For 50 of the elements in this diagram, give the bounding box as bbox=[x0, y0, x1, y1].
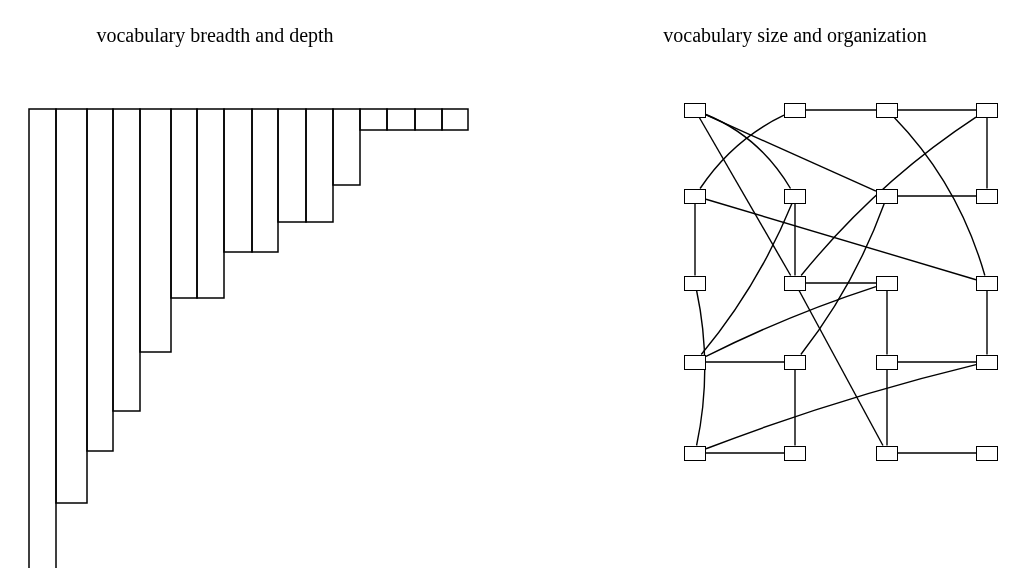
connector-line bbox=[705, 363, 977, 450]
connector-line bbox=[886, 368, 888, 447]
connector-line bbox=[893, 116, 986, 277]
connector-line bbox=[700, 202, 793, 356]
connector-line bbox=[694, 202, 696, 277]
connector-line bbox=[705, 452, 785, 454]
connector-line bbox=[705, 361, 785, 363]
network-node bbox=[876, 445, 898, 461]
connector-line bbox=[800, 116, 977, 277]
connector-line bbox=[986, 116, 988, 190]
connector-line bbox=[805, 282, 877, 284]
panel-heading: vocabulary breadth and depth bbox=[96, 24, 334, 47]
network-node bbox=[876, 102, 898, 118]
connector-line bbox=[805, 109, 877, 111]
connector-line bbox=[794, 202, 796, 277]
connector-line bbox=[897, 361, 977, 363]
connector-line bbox=[886, 289, 888, 356]
connector-line bbox=[798, 289, 884, 447]
connector-line bbox=[986, 289, 988, 356]
network-node bbox=[876, 188, 898, 204]
connector-line bbox=[699, 114, 785, 190]
connector-line bbox=[705, 114, 877, 192]
network-node bbox=[976, 275, 998, 291]
connector-line bbox=[794, 368, 796, 447]
connector-line bbox=[897, 452, 977, 454]
connector-line bbox=[695, 289, 706, 447]
network-node bbox=[876, 275, 898, 291]
network-node bbox=[784, 188, 806, 204]
panel-heading: vocabulary size and organization bbox=[663, 24, 927, 47]
network-node bbox=[684, 445, 706, 461]
connector-line bbox=[705, 285, 877, 358]
network-node bbox=[976, 188, 998, 204]
network-node bbox=[684, 354, 706, 370]
network-node bbox=[784, 102, 806, 118]
network-node bbox=[684, 275, 706, 291]
connector-line bbox=[705, 113, 792, 190]
connector-line bbox=[897, 109, 977, 111]
connector-line bbox=[800, 202, 885, 356]
network-node bbox=[784, 275, 806, 291]
network-node bbox=[684, 102, 706, 118]
network-node bbox=[784, 445, 806, 461]
network-node bbox=[976, 445, 998, 461]
network-node bbox=[976, 102, 998, 118]
connector-line bbox=[698, 116, 792, 277]
network-node bbox=[876, 354, 898, 370]
network-node bbox=[784, 354, 806, 370]
connector-line bbox=[897, 195, 977, 197]
connector-line bbox=[705, 198, 977, 281]
network-node bbox=[684, 188, 706, 204]
network-node bbox=[976, 354, 998, 370]
